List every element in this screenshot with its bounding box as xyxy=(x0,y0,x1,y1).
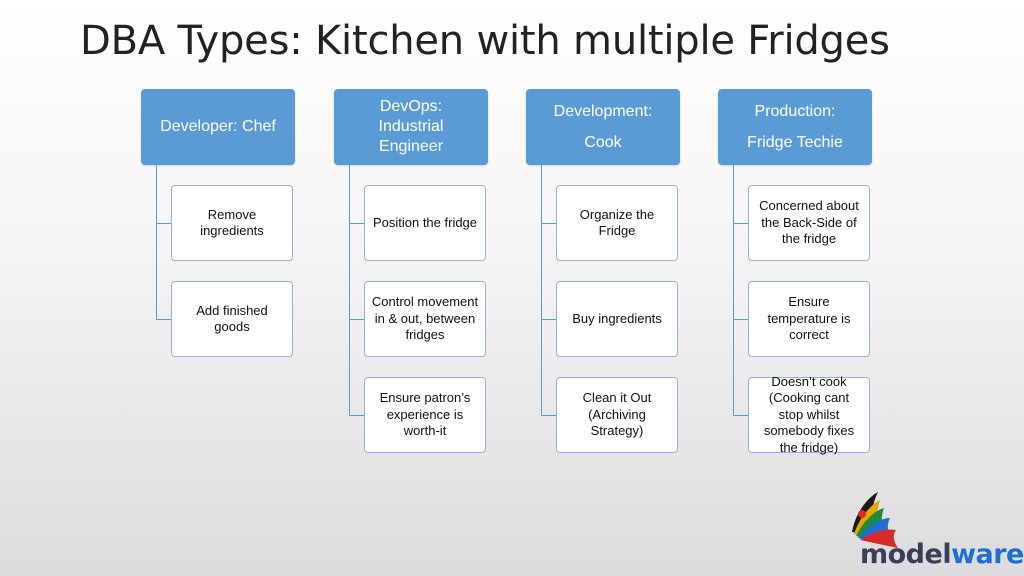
column-header: DevOps: Industrial Engineer xyxy=(334,89,488,165)
child-box: Add finished goods xyxy=(171,281,293,357)
connector-branch xyxy=(733,319,748,320)
connector-branch xyxy=(156,223,171,224)
header-line: Industrial xyxy=(378,118,444,135)
connector-branch xyxy=(156,319,171,320)
header-line: Production: xyxy=(754,103,836,120)
header-line: Fridge Techie xyxy=(747,134,843,151)
child-box: Ensure patron’s experience is worth-it xyxy=(364,377,486,453)
child-box: Control movement in & out, between fridg… xyxy=(364,281,486,357)
connector-line xyxy=(733,165,734,416)
logo-wordmark: modelware xyxy=(860,539,1024,570)
child-box: Doesn’t cook (Cooking cant stop whilst s… xyxy=(748,374,870,455)
column-header: Development: Cook xyxy=(526,89,680,165)
column-production-fridge-techie: Production: Fridge Techie Concerned abou… xyxy=(718,89,878,469)
modelware-logo: modelware xyxy=(840,488,1024,572)
connector-branch xyxy=(349,415,364,416)
connector-line xyxy=(156,165,157,320)
connector-branch xyxy=(349,319,364,320)
child-box: Position the fridge xyxy=(364,185,486,261)
logo-text-model: model xyxy=(860,539,952,570)
connector-branch xyxy=(733,223,748,224)
column-header: Developer: Chef xyxy=(141,89,295,165)
child-box: Organize the Fridge xyxy=(556,185,678,261)
child-box: Clean it Out (Archiving Strategy) xyxy=(556,377,678,453)
connector-branch xyxy=(541,319,556,320)
logo-text-ware: ware xyxy=(951,539,1024,570)
header-line: Developer: Chef xyxy=(160,118,276,135)
column-developer-chef: Developer: Chef Remove ingredients Add f… xyxy=(141,89,301,469)
header-line: Development: xyxy=(553,103,653,120)
connector-line xyxy=(541,165,542,416)
slide-title: DBA Types: Kitchen with multiple Fridges xyxy=(80,18,890,64)
logo-swoosh-icon xyxy=(852,492,898,548)
connector-branch xyxy=(733,415,748,416)
header-line: Engineer xyxy=(378,138,444,155)
connector-branch xyxy=(541,415,556,416)
connector-branch xyxy=(349,223,364,224)
connector-line xyxy=(349,165,350,416)
connector-branch xyxy=(541,223,556,224)
child-box: Buy ingredients xyxy=(556,281,678,357)
child-box: Concerned about the Back-Side of the fri… xyxy=(748,185,870,261)
header-line: DevOps: xyxy=(379,98,443,115)
child-box: Ensure temperature is correct xyxy=(748,281,870,357)
column-development-cook: Development: Cook Organize the Fridge Bu… xyxy=(526,89,686,469)
column-devops-industrial-engineer: DevOps: Industrial Engineer Position the… xyxy=(334,89,494,469)
child-box: Remove ingredients xyxy=(171,185,293,261)
column-header: Production: Fridge Techie xyxy=(718,89,872,165)
header-line: Cook xyxy=(584,134,622,151)
